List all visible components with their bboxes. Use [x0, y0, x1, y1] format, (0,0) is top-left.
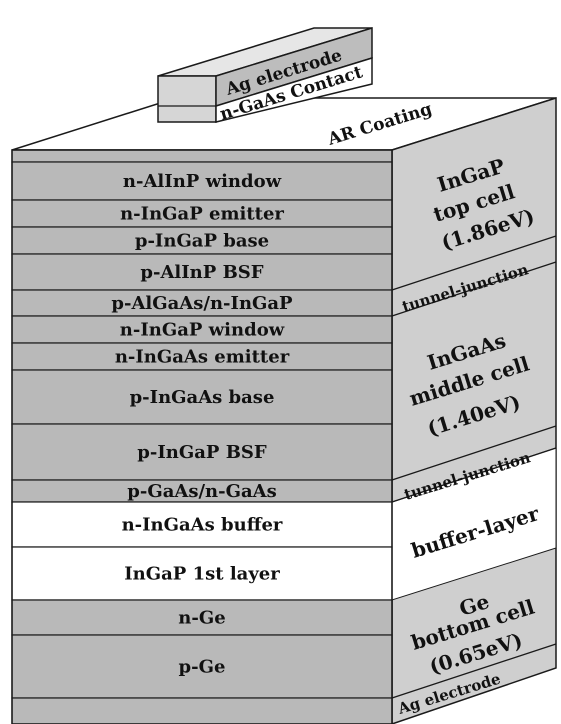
layer-rect-13 — [11, 634, 393, 699]
layer-rect-12 — [11, 599, 393, 636]
front-face-layers: n-AlInP window n-InGaP emitter p-InGaP bas… — [11, 149, 393, 724]
layer-rect-7 — [11, 369, 393, 425]
layer-label-2: p-InGaP base — [135, 231, 269, 252]
layer-label-12: n-Ge — [178, 608, 225, 629]
layer-label-1: n-InGaP emitter — [120, 204, 284, 225]
side-line-tj2-top — [391, 425, 557, 481]
layer-label-4: p-AlGaAs/n-InGaP — [111, 293, 293, 314]
layer-rect-1 — [11, 199, 393, 228]
side-line-electrode — [391, 643, 557, 699]
layer-label-8: p-InGaP BSF — [137, 442, 267, 463]
side-line-tj1-bottom — [391, 261, 557, 317]
layer-label-13: p-Ge — [179, 657, 226, 678]
layer-label-11: InGaP 1st layer — [124, 564, 280, 585]
layer-rect-0 — [11, 161, 393, 201]
layer-label-3: p-AlInP BSF — [140, 262, 263, 283]
layer-label-6: n-InGaAs emitter — [115, 347, 290, 368]
layer-rect-8 — [11, 423, 393, 481]
side-line-tj2-bottom — [391, 447, 557, 503]
side-line-tj1-top — [391, 235, 557, 291]
contact-block-front — [157, 75, 217, 123]
layer-label-5: n-InGaP window — [120, 320, 285, 341]
layer-rect-2 — [11, 226, 393, 255]
contact-gaas-side — [215, 56, 373, 123]
layer-rect-14 — [11, 697, 393, 724]
layer-label-7: p-InGaAs base — [130, 387, 275, 408]
layer-top-band — [11, 149, 393, 163]
layer-rect-11 — [11, 546, 393, 601]
front-face-outline — [11, 149, 393, 724]
layer-label-0: n-AlInP window — [123, 171, 282, 192]
layer-label-9: p-GaAs/n-GaAs — [127, 481, 276, 502]
layer-rect-6 — [11, 342, 393, 371]
layer-label-10: n-InGaAs buffer — [122, 515, 283, 536]
